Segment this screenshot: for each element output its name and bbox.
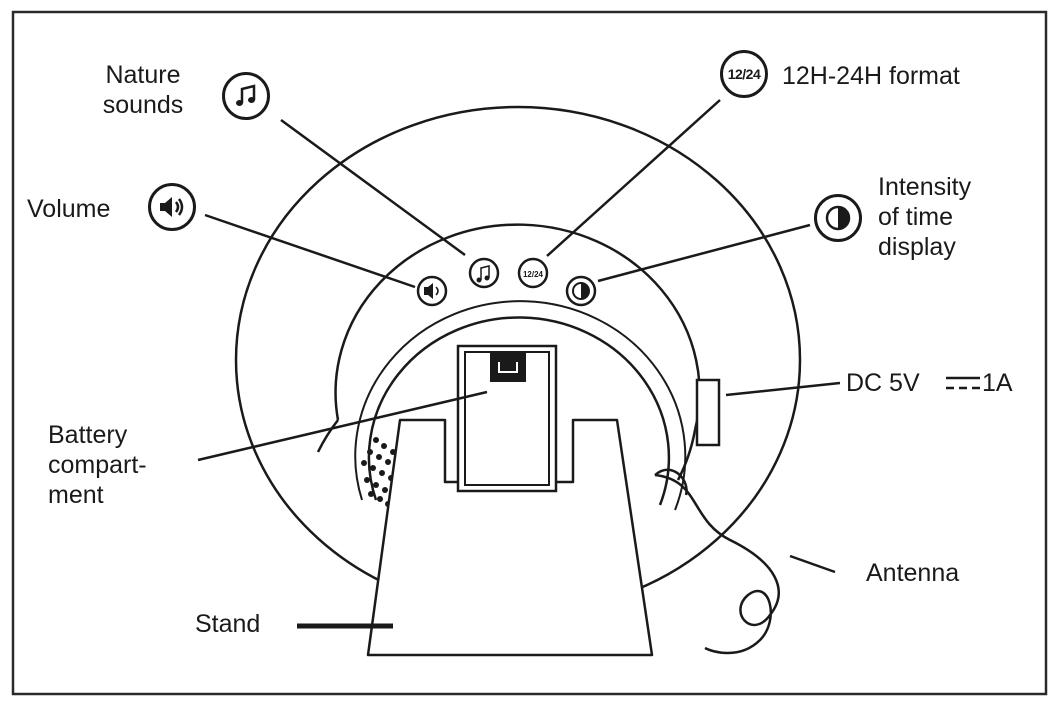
battery-latch xyxy=(490,352,526,382)
dc-jack xyxy=(695,378,721,447)
svg-text:12/24: 12/24 xyxy=(523,270,544,279)
half-circle-contrast-icon xyxy=(814,194,862,242)
intensity-line-1: Intensity xyxy=(878,173,972,201)
device-button-format: 12/24 xyxy=(517,257,549,289)
stand-label: Stand xyxy=(195,610,261,638)
music-note-icon xyxy=(222,72,270,120)
battery-line-3: ment xyxy=(48,481,104,509)
dc-current-label: 1A xyxy=(982,369,1013,397)
format-label: 12H-24H format xyxy=(782,62,960,90)
battery-label: Battery compart- ment xyxy=(48,420,147,510)
antenna-label: Antenna xyxy=(866,559,960,587)
intensity-line-3: display xyxy=(878,233,956,261)
dc-label: DC 5V xyxy=(846,369,920,397)
device-button-intensity xyxy=(565,275,597,307)
intensity-label: Intensity of time display xyxy=(878,172,971,262)
nature-sounds-label: Nature sounds xyxy=(84,60,202,120)
nature-sounds-line-2: sounds xyxy=(102,91,184,119)
leader-lines xyxy=(197,99,841,574)
speaker-volume-icon xyxy=(148,183,196,231)
format-icon-label: 12/24 xyxy=(727,66,761,82)
intensity-line-2: of time xyxy=(878,203,954,231)
battery-line-2: compart- xyxy=(48,451,147,479)
volume-label: Volume xyxy=(27,195,111,223)
device-button-volume xyxy=(416,275,448,307)
nature-sounds-line-1: Nature xyxy=(105,61,181,89)
clock-format-icon: 12/24 xyxy=(720,50,768,98)
device-button-nature xyxy=(468,257,500,289)
frame-border xyxy=(11,10,1048,696)
battery-line-1: Battery xyxy=(48,421,128,449)
inner-ring-outer xyxy=(334,223,701,431)
stand-shape xyxy=(366,418,654,657)
